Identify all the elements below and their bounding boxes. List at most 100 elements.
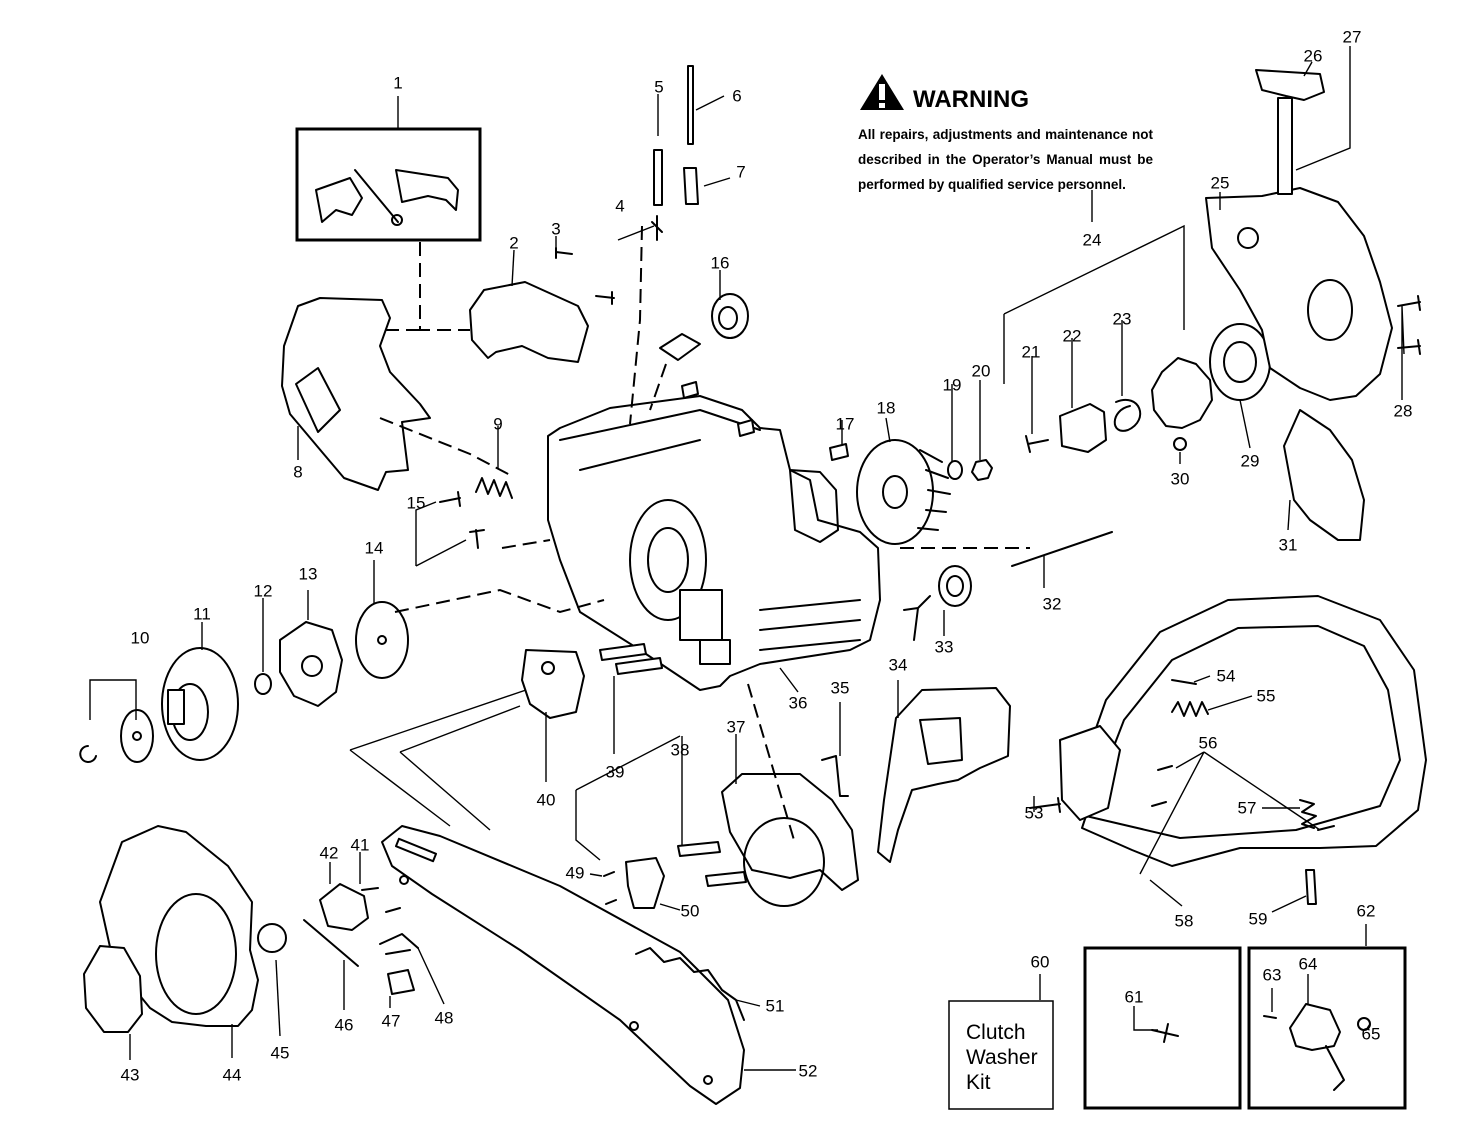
callout-28: 28	[1393, 401, 1413, 421]
callout-62: 62	[1356, 901, 1376, 921]
part-14-plate	[355, 601, 409, 679]
callout-56: 56	[1198, 733, 1218, 753]
part-64-hose	[1325, 1045, 1345, 1091]
callout-41: 41	[350, 835, 370, 855]
callout-54: 54	[1216, 666, 1236, 686]
part-10-eclip	[79, 745, 97, 763]
callout-35: 35	[830, 678, 850, 698]
callout-31: 31	[1278, 535, 1298, 555]
part-60-kit-box	[948, 1000, 1054, 1110]
part-17-clip-b	[737, 419, 755, 437]
callout-33: 33	[934, 637, 954, 657]
part-24-starter-pulley	[1151, 357, 1213, 429]
callout-40: 40	[536, 790, 556, 810]
warning-icon	[860, 74, 904, 110]
part-42-sprocket-body	[319, 883, 369, 931]
callout-61: 61	[1124, 987, 1144, 1007]
callout-52: 52	[798, 1061, 818, 1081]
part-8-rear-handle	[281, 297, 431, 491]
part-51-chain	[635, 947, 745, 1021]
callout-6: 6	[732, 86, 742, 106]
callout-60: 60	[1030, 952, 1050, 972]
part-1-trigger-assembly	[315, 169, 459, 226]
callout-36: 36	[788, 693, 808, 713]
part-61-inset-box	[1083, 946, 1242, 1110]
callout-19: 19	[942, 375, 962, 395]
callout-44: 44	[222, 1065, 242, 1085]
callout-49: 49	[565, 863, 585, 883]
part-37-clutch-cover	[721, 773, 859, 907]
callout-38: 38	[670, 740, 690, 760]
part-grip	[1059, 725, 1121, 821]
part-16-gasket	[659, 333, 701, 361]
part-25-window	[1307, 279, 1353, 341]
callout-11: 11	[193, 604, 211, 624]
part-29-recoil-pulley	[1209, 323, 1271, 401]
callout-5: 5	[654, 77, 664, 97]
part-35-lever	[821, 755, 849, 797]
callout-65: 65	[1361, 1024, 1381, 1044]
callout-30: 30	[1170, 469, 1190, 489]
callout-63: 63	[1262, 965, 1282, 985]
callout-37: 37	[726, 717, 746, 737]
part-61-screw	[1151, 1023, 1179, 1043]
part-45-sprocket	[257, 923, 287, 953]
part-12-washer	[254, 673, 272, 695]
part-3-screw-b	[595, 291, 615, 305]
callout-43: 43	[120, 1065, 140, 1085]
callout-18: 18	[876, 398, 896, 418]
callout-13: 13	[298, 564, 318, 584]
part-63-screw	[1263, 1015, 1277, 1019]
callout-2: 2	[509, 233, 519, 253]
part-2-handle-cover	[469, 281, 589, 363]
callout-59: 59	[1248, 909, 1268, 929]
callout-22: 22	[1062, 326, 1082, 346]
callout-32: 32	[1042, 594, 1062, 614]
part-64-oil-pump	[1289, 1003, 1341, 1051]
callout-64: 64	[1298, 954, 1318, 974]
part-52-slot	[394, 837, 438, 863]
part-15-screw-a	[439, 491, 461, 507]
part-33-grommet	[903, 565, 972, 641]
part-4-clip	[651, 215, 663, 241]
part-39-bolt-a	[599, 643, 647, 661]
callout-34: 34	[888, 655, 908, 675]
part-10-washer-hole	[132, 731, 142, 741]
part-19-washer	[947, 460, 963, 480]
part-52-hole-b	[629, 1021, 639, 1031]
part-55-spring	[1171, 701, 1209, 717]
part-21-screw	[1025, 435, 1049, 453]
part-13-clutch	[279, 621, 343, 707]
kit-label-line: Kit	[966, 1071, 991, 1094]
part-52-guide-bar	[381, 825, 745, 1105]
part-57-spring	[1299, 799, 1317, 829]
part-18-flywheel	[856, 439, 951, 545]
callout-4: 4	[615, 196, 625, 216]
part-53-screw	[1029, 797, 1061, 813]
part-43-cover-cap	[83, 945, 143, 1033]
part-6-rod	[687, 65, 694, 145]
part-3-screw	[555, 247, 573, 259]
callout-26: 26	[1303, 46, 1323, 66]
part-30-nut	[1173, 437, 1187, 451]
part-50-plate	[625, 857, 665, 909]
part-49-screw	[603, 871, 617, 905]
callout-7: 7	[736, 162, 746, 182]
callout-27: 27	[1342, 27, 1362, 47]
callout-58: 58	[1174, 911, 1194, 931]
part-46-shaft	[303, 919, 359, 967]
callout-29: 29	[1240, 451, 1260, 471]
callout-1: 1	[393, 73, 403, 93]
part-15-screw-b	[469, 529, 485, 549]
part-25-hole	[1237, 227, 1259, 249]
kit-label-line: Washer	[966, 1046, 1038, 1069]
callout-8: 8	[293, 462, 303, 482]
callout-39: 39	[605, 762, 625, 782]
clutch-washer-kit-label: Clutch Washer Kit	[966, 1020, 1038, 1095]
callout-48: 48	[434, 1008, 454, 1028]
part-52-hole	[399, 875, 409, 885]
callout-25: 25	[1210, 173, 1230, 193]
callout-leader-lines	[89, 46, 1405, 1071]
callout-14: 14	[364, 538, 384, 558]
